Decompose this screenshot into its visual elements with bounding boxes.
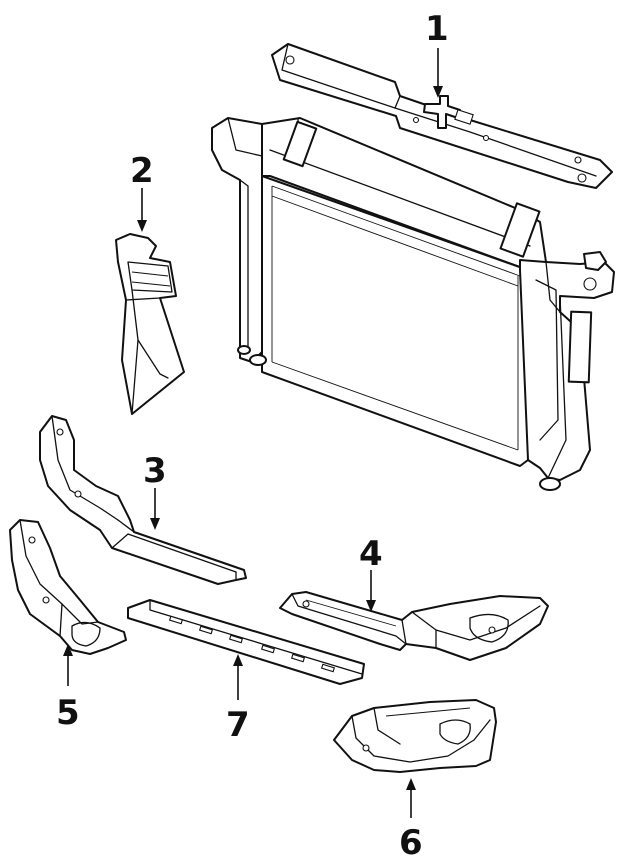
callout-1: 1: [425, 9, 449, 49]
callout-7: 7: [226, 705, 250, 745]
callout-2: 2: [130, 151, 154, 191]
radiator-core: [211, 117, 615, 491]
part-1-upper-support: [271, 43, 613, 189]
callout-5: 5: [56, 693, 80, 733]
callout-leaders: [63, 48, 443, 818]
callout-6: 6: [399, 823, 423, 863]
part-3-lower-deflector-left: [39, 415, 247, 585]
callout-3: 3: [143, 451, 167, 491]
part-7-lower-baffle: [127, 599, 365, 685]
part-6-right-deflector: [333, 699, 497, 773]
callout-4: 4: [359, 534, 383, 574]
part-2-side-deflector: [115, 233, 185, 415]
part-4-lower-deflector-right: [279, 591, 549, 661]
part-5-left-deflector: [9, 519, 127, 655]
